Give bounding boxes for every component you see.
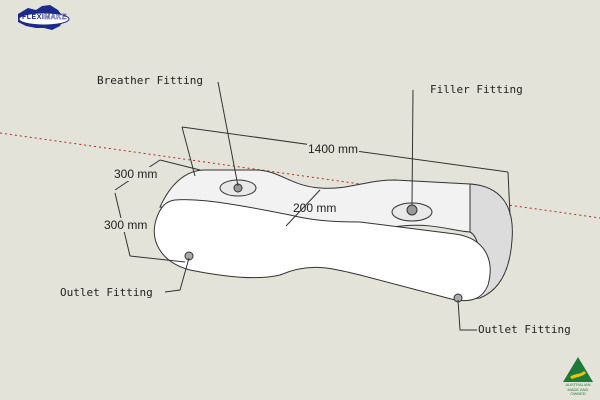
axis-line [0,132,600,219]
outlet-fitting-left-label: Outlet Fitting [60,286,153,299]
height-dimension: 300 mm [103,218,149,232]
waist-dimension: 200 mm [293,201,337,215]
badge-text: AUSTRALIAN MADE AND OWNED [565,382,591,396]
logo-text: FLEXIMAKE [22,14,67,21]
outlet-fitting-left-icon [184,251,194,261]
outlet-fitting-right-label: Outlet Fitting [478,323,571,336]
width-dimension: 300 mm [113,167,159,181]
breather-fitting-label: Breather Fitting [97,74,203,87]
australian-made-badge: AUSTRALIAN MADE AND OWNED [560,355,596,397]
breather-fitting-icon [219,179,257,197]
logo: FLEXIMAKE [14,4,70,32]
australia-map-icon [18,5,70,30]
kangaroo-triangle-icon [563,357,593,382]
filler-fitting-label: Filler Fitting [430,83,523,96]
filler-fitting-icon [391,202,433,222]
length-dimension: 1400 mm [307,142,360,156]
